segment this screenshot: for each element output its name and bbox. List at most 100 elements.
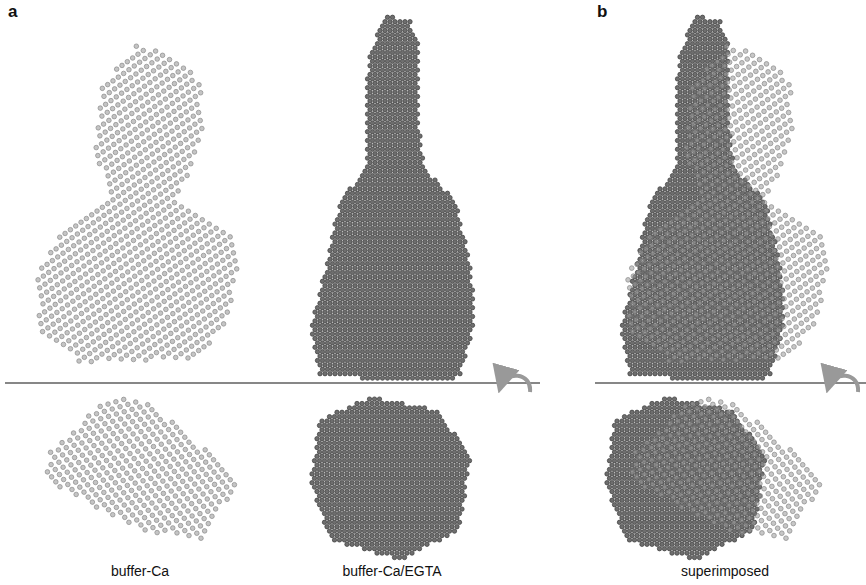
dot xyxy=(109,217,114,222)
dot xyxy=(132,329,137,334)
dot xyxy=(398,20,402,24)
dot xyxy=(125,151,130,156)
dot xyxy=(130,321,135,326)
dot xyxy=(86,316,91,321)
dot xyxy=(100,205,105,210)
dot xyxy=(445,306,449,310)
dot xyxy=(385,86,389,90)
dot xyxy=(348,196,352,200)
dot xyxy=(189,253,194,258)
dot xyxy=(318,292,322,296)
dot xyxy=(390,112,394,116)
dot xyxy=(418,169,422,173)
dot xyxy=(423,204,427,208)
dot xyxy=(445,297,449,301)
dot xyxy=(415,165,419,169)
dot xyxy=(110,225,115,230)
dot xyxy=(96,245,101,250)
dot xyxy=(420,156,424,160)
dot xyxy=(368,257,372,261)
dot xyxy=(368,55,372,59)
dot xyxy=(390,218,394,222)
dot xyxy=(398,143,402,147)
dot xyxy=(71,243,76,248)
dot xyxy=(410,209,414,213)
dot xyxy=(175,244,180,249)
dot xyxy=(428,204,432,208)
dot xyxy=(164,133,169,138)
dot xyxy=(39,266,44,271)
dot xyxy=(128,75,133,80)
dot xyxy=(420,279,424,283)
dot xyxy=(463,240,467,244)
dot xyxy=(146,283,151,288)
dot xyxy=(139,306,144,311)
dot xyxy=(146,219,151,224)
dot xyxy=(158,220,163,225)
dot xyxy=(375,77,379,81)
dot xyxy=(343,248,347,252)
dot xyxy=(428,196,432,200)
dot xyxy=(368,160,372,164)
dot xyxy=(368,240,372,244)
dot xyxy=(122,162,127,167)
dot xyxy=(438,275,442,279)
dot xyxy=(423,196,427,200)
dot xyxy=(365,288,369,292)
dot xyxy=(50,258,55,263)
dot xyxy=(133,218,138,223)
dot xyxy=(117,257,122,262)
dot xyxy=(192,150,197,155)
dot xyxy=(355,191,359,195)
dot xyxy=(410,130,414,134)
dot xyxy=(390,59,394,63)
dot xyxy=(198,237,203,242)
dot xyxy=(468,292,472,296)
dot xyxy=(141,48,146,53)
dot xyxy=(405,42,409,46)
dot xyxy=(107,90,112,95)
dot xyxy=(370,200,374,204)
dot xyxy=(148,291,153,296)
dot xyxy=(189,134,194,139)
dot xyxy=(385,50,389,54)
dot xyxy=(405,59,409,63)
dot xyxy=(370,165,374,169)
dot xyxy=(159,109,164,114)
dot xyxy=(375,156,379,160)
dot xyxy=(43,282,48,287)
dot xyxy=(137,326,142,331)
dot xyxy=(413,63,417,67)
dot xyxy=(134,310,139,315)
dot xyxy=(385,262,389,266)
dot xyxy=(86,343,91,348)
dot xyxy=(155,295,160,300)
dot xyxy=(390,68,394,72)
dot xyxy=(435,209,439,213)
dot xyxy=(415,103,419,107)
dot xyxy=(48,278,53,283)
dot xyxy=(161,263,166,268)
dot xyxy=(393,152,397,156)
dot xyxy=(358,292,362,296)
dot xyxy=(114,333,119,338)
dot xyxy=(415,94,419,98)
dot xyxy=(157,65,162,70)
dot xyxy=(107,209,112,214)
dot xyxy=(415,68,419,72)
dot xyxy=(398,28,402,32)
dot xyxy=(124,353,129,358)
dot xyxy=(150,299,155,304)
dot xyxy=(152,251,157,256)
dot xyxy=(390,235,394,239)
dot xyxy=(400,244,404,248)
dot xyxy=(37,286,42,291)
dot xyxy=(378,143,382,147)
dot xyxy=(443,213,447,217)
dot xyxy=(390,86,394,90)
dot xyxy=(378,125,382,129)
dot xyxy=(388,37,392,41)
dot xyxy=(80,347,85,352)
dot xyxy=(170,101,175,106)
dot xyxy=(385,24,389,28)
